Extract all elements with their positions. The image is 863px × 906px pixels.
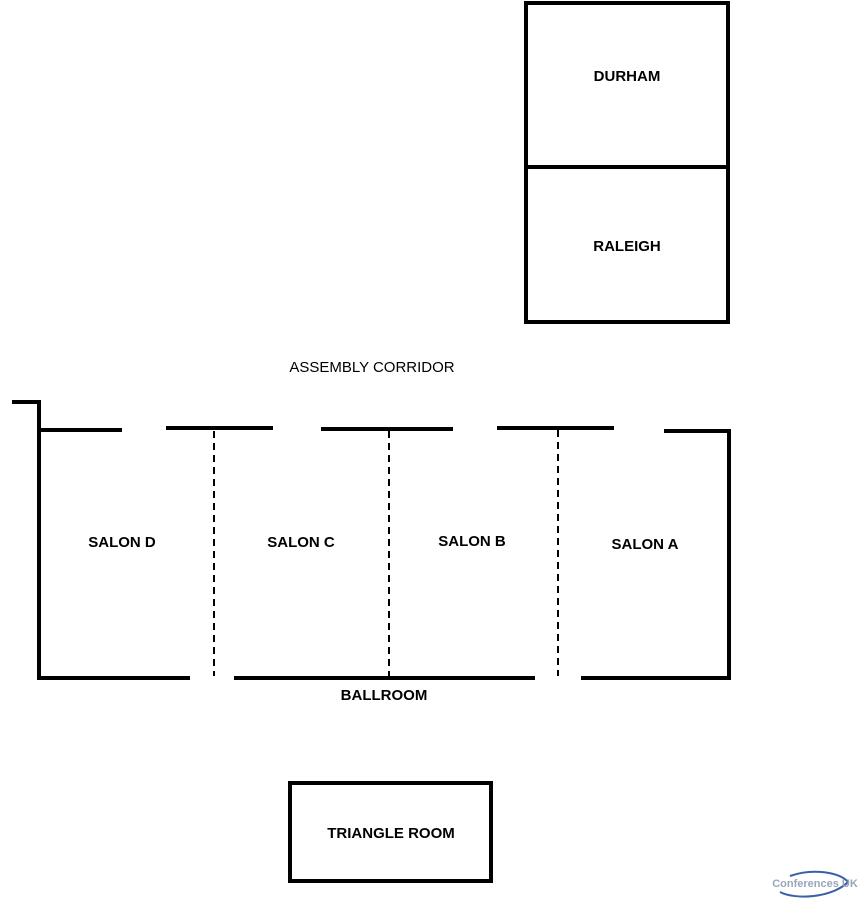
raleigh-room[interactable] — [524, 165, 730, 324]
logo-text: Conferences UK — [772, 878, 858, 890]
salon-a-label[interactable]: SALON A — [612, 536, 679, 553]
ballroom-corner-hook — [12, 400, 41, 430]
durham-raleigh-block: DURHAM RALEIGH — [524, 1, 730, 324]
assembly-corridor-label: ASSEMBLY CORRIDOR — [289, 359, 454, 376]
durham-room[interactable] — [524, 1, 730, 169]
salon-b-label[interactable]: SALON B — [438, 533, 506, 550]
raleigh-label: RALEIGH — [593, 238, 661, 255]
ballroom-walls — [12, 400, 731, 680]
triangle-room-label: TRIANGLE ROOM — [327, 825, 455, 842]
logo-swoosh-icon — [779, 870, 850, 898]
salon-c-label[interactable]: SALON C — [267, 534, 335, 551]
ballroom-label: BALLROOM — [341, 687, 428, 704]
durham-label: DURHAM — [594, 68, 661, 85]
ballroom-left-wall — [37, 430, 190, 680]
triangle-room[interactable] — [288, 781, 493, 883]
salon-d-label[interactable]: SALON D — [88, 534, 156, 551]
ballroom-right-wall — [581, 429, 731, 680]
conferences-uk-logo: Conferences UK — [772, 870, 858, 898]
